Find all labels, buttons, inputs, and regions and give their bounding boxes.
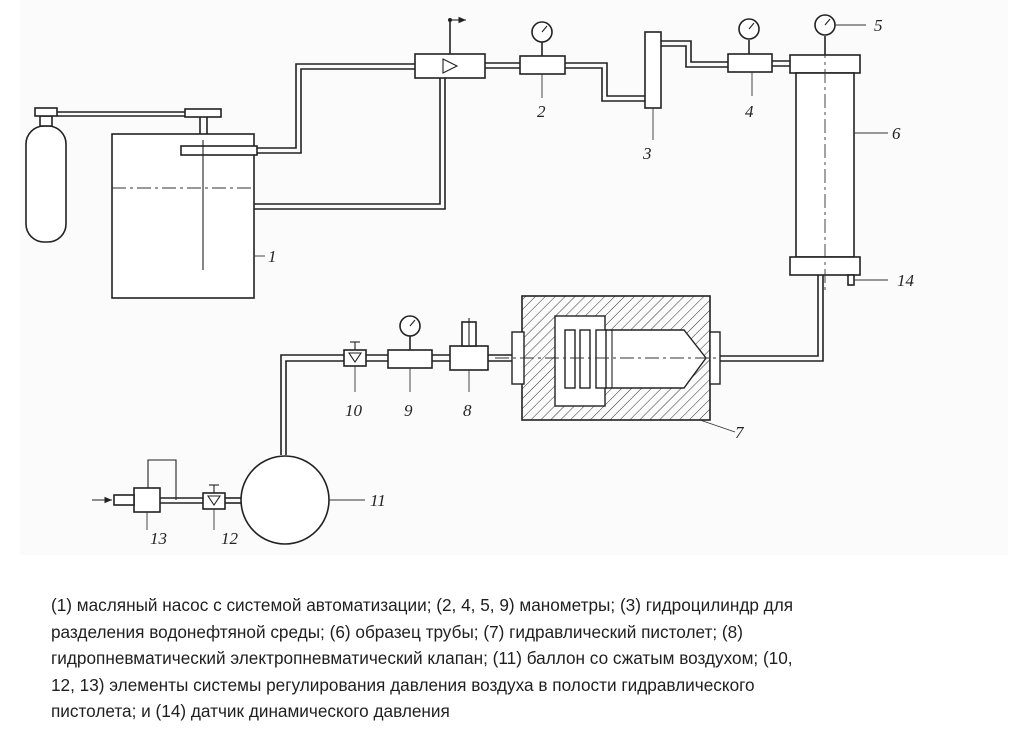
oil-pump-tank: 1 [111,108,277,299]
pipe-tank-to-valve [254,63,446,210]
valve-8: 8 [449,318,512,420]
label-8: 8 [463,401,472,420]
gas-cylinder [25,107,190,243]
manometer-4: 4 [727,18,790,121]
label-2: 2 [537,102,546,121]
label-3: 3 [642,144,652,163]
label-13: 13 [150,529,167,548]
caption-line: разделения водонефтяной среды; (6) образ… [51,621,743,642]
schematic-diagram: 1 [20,0,1008,555]
manometer-9: 9 [387,315,450,420]
caption-line: гидропневматический электропневматически… [51,648,793,668]
pipe-sample-to-gun [714,275,824,362]
hydraulic-gun-7: 7 [495,295,745,442]
hydraulic-separator-3: 3 [642,31,728,163]
pipe-sample-6: 6 5 14 [789,14,915,290]
label-5: 5 [874,16,883,35]
label-6: 6 [892,124,901,143]
regulator-13: 13 [92,459,203,548]
label-4: 4 [745,102,754,121]
manometer-2: 2 [519,21,566,121]
pipe-regulator-to-balloon [280,354,344,455]
label-12: 12 [221,529,239,548]
label-10: 10 [345,401,363,420]
label-11: 11 [370,491,386,510]
check-valve [414,16,486,79]
label-9: 9 [404,401,413,420]
caption-line: (1) масляный насос с системой автоматиза… [51,595,794,615]
regulator-10: 10 [343,341,388,420]
figure-caption: (1) масляный насос с системой автоматиза… [51,592,971,725]
label-1: 1 [268,247,277,266]
pipe-valve-to-separator [485,62,645,102]
label-7: 7 [735,423,745,442]
caption-line: пистолета; и (14) датчик динамического д… [51,701,450,721]
air-balloon-11: 11 [240,455,386,545]
caption-line: 12, 13) элементы системы регулирования д… [51,674,755,695]
label-14: 14 [897,271,915,290]
regulator-12: 12 [202,484,241,548]
